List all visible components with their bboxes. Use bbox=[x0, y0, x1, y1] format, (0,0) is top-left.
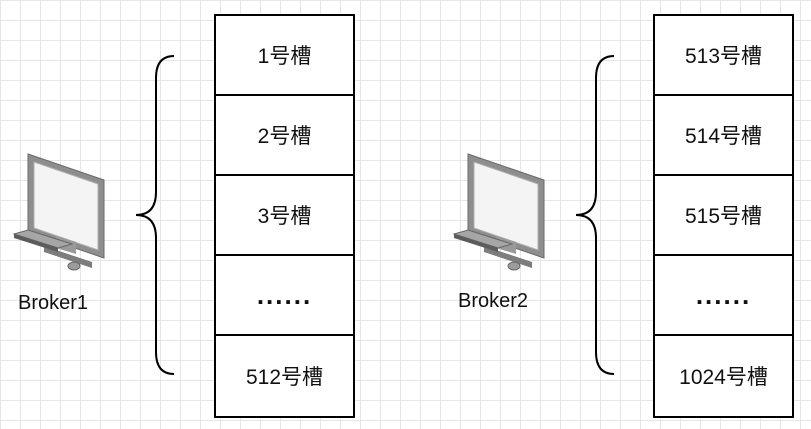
computer-icon bbox=[450, 150, 550, 275]
slot-cell: 512号槽 bbox=[245, 366, 324, 389]
computer-icon bbox=[10, 150, 110, 275]
slot-cell: 2号槽 bbox=[216, 96, 353, 176]
curly-brace-icon bbox=[572, 54, 618, 383]
slot-cell: 3号槽 bbox=[216, 176, 353, 256]
slot-cell: 1024号槽 bbox=[679, 366, 768, 389]
broker1-label: Broker1 bbox=[18, 292, 89, 314]
broker1-slot-column: 1号槽 2号槽 3号槽 ...... 512号槽 bbox=[214, 14, 355, 418]
slot-ellipsis: ...... bbox=[655, 256, 792, 336]
curly-brace-icon bbox=[132, 54, 178, 383]
broker2-label: Broker2 bbox=[458, 290, 529, 312]
slot-cell: 1号槽 bbox=[216, 16, 353, 96]
slot-cell: 515号槽 bbox=[655, 176, 792, 256]
broker2-slot-column: 513号槽 514号槽 515号槽 ...... 1024号槽 bbox=[653, 14, 794, 418]
slot-cell: 513号槽 bbox=[655, 16, 792, 96]
slot-ellipsis: ...... bbox=[216, 256, 353, 336]
slot-cell: 514号槽 bbox=[655, 96, 792, 176]
